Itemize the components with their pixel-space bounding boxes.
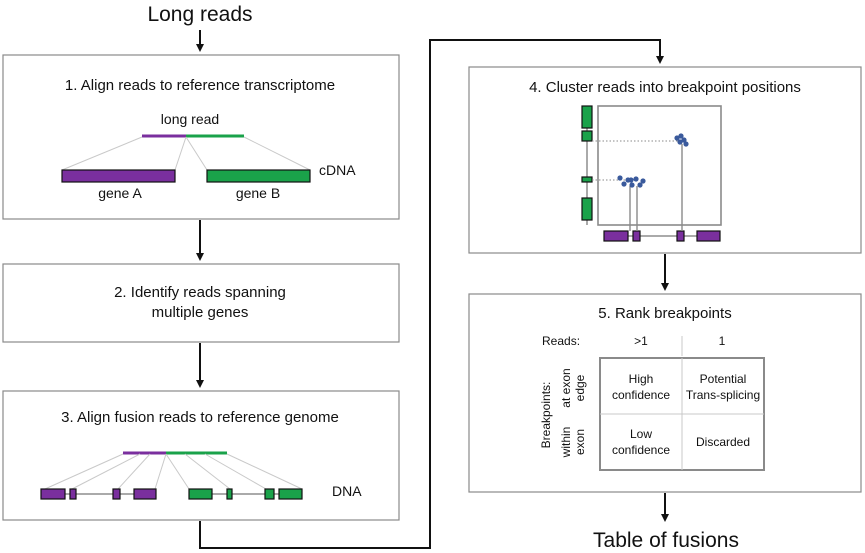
cluster-point xyxy=(628,177,634,183)
dna-exon-b2 xyxy=(226,488,233,500)
dna-exon-b1 xyxy=(188,488,213,500)
y-exon-2 xyxy=(581,130,593,142)
x-exon-4 xyxy=(696,230,721,242)
step5-box: 5. Rank breakpoints Reads: >1 1 Breakpoi… xyxy=(468,293,862,493)
gene-a-block xyxy=(61,169,176,183)
cluster-point xyxy=(674,135,680,141)
step1-title: 1. Align reads to reference transcriptom… xyxy=(65,77,335,94)
cluster-plot-frame xyxy=(597,105,722,226)
step3-title: 3. Align fusion reads to reference genom… xyxy=(61,409,339,426)
cell-high-line1: High xyxy=(629,372,654,386)
cell-low-line1: Low xyxy=(630,427,652,441)
row2-label-line2: exon xyxy=(573,429,587,455)
x-exon-3 xyxy=(676,230,685,242)
step1-box: 1. Align reads to reference transcriptom… xyxy=(2,54,400,220)
y-exon-4 xyxy=(581,197,593,221)
long-read-label: long read xyxy=(161,111,219,127)
cell-discarded: Discarded xyxy=(696,435,750,449)
row2-label-line1: within xyxy=(559,427,573,459)
cell-potential-line1: Potential xyxy=(700,372,747,386)
cell-high-line2: confidence xyxy=(612,388,670,402)
cell-low-line2: confidence xyxy=(612,443,670,457)
cluster-point xyxy=(683,141,689,147)
cluster-point xyxy=(633,176,639,182)
step4-frame xyxy=(468,66,862,254)
cluster-point xyxy=(678,133,684,139)
gene-b-block xyxy=(206,169,311,183)
x-exon-2 xyxy=(632,230,641,242)
rank-table xyxy=(599,357,765,471)
cell-potential-line2: Trans-splicing xyxy=(686,388,760,402)
step5-frame xyxy=(468,293,862,493)
genome-alignment-lines xyxy=(44,453,303,490)
step2-frame xyxy=(2,263,400,343)
input-title: Long reads xyxy=(147,3,252,26)
reads-col-1: 1 xyxy=(719,334,726,348)
gene-b-dna-track xyxy=(188,488,303,500)
cluster-point xyxy=(617,175,623,181)
y-exon-1 xyxy=(581,105,593,129)
cluster-upper xyxy=(674,133,689,147)
cdna-label: cDNA xyxy=(319,162,356,178)
cluster-point xyxy=(629,182,635,188)
gene-a-label: gene A xyxy=(98,185,142,201)
guide-lines xyxy=(592,140,683,231)
output-title: Table of fusions xyxy=(593,529,739,552)
breakpoints-axis-label: Breakpoints: xyxy=(539,382,553,449)
dna-label: DNA xyxy=(332,483,362,499)
dna-exon-b3 xyxy=(264,488,275,500)
cluster-point xyxy=(640,178,646,184)
cluster-point xyxy=(681,137,687,143)
cluster-lower xyxy=(617,175,646,188)
gene-b-label: gene B xyxy=(236,185,280,201)
dna-exon-b4 xyxy=(278,488,303,500)
cluster-point xyxy=(637,182,643,188)
x-exon-1 xyxy=(603,230,629,242)
reads-axis-label: Reads: xyxy=(542,334,580,348)
cluster-point xyxy=(677,139,683,145)
step2-title-line1: 2. Identify reads spanning xyxy=(114,284,286,301)
step2-title-line2: multiple genes xyxy=(152,304,249,321)
row1-label-line2: edge xyxy=(573,374,587,401)
y-exon-3 xyxy=(581,176,593,183)
dna-exon-a3 xyxy=(112,488,121,500)
dna-exon-a1 xyxy=(40,488,66,500)
dna-exon-a2 xyxy=(69,488,77,500)
step5-title: 5. Rank breakpoints xyxy=(598,305,731,322)
step2-box: 2. Identify reads spanning multiple gene… xyxy=(2,263,400,343)
x-axis-gene-a-track xyxy=(603,230,721,242)
step4-title: 4. Cluster reads into breakpoint positio… xyxy=(529,79,801,96)
dna-exon-a4 xyxy=(133,488,157,500)
row1-label-line1: at exon xyxy=(559,368,573,407)
alignment-lines xyxy=(61,136,311,171)
reads-col-gt1: >1 xyxy=(634,334,648,348)
cluster-point xyxy=(621,181,627,187)
connector-step3-to-step4 xyxy=(199,39,664,549)
step4-box: 4. Cluster reads into breakpoint positio… xyxy=(468,66,862,254)
y-axis-gene-b-track xyxy=(581,105,593,225)
gene-a-dna-track xyxy=(40,488,157,500)
step3-box: 3. Align fusion reads to reference genom… xyxy=(2,390,400,521)
